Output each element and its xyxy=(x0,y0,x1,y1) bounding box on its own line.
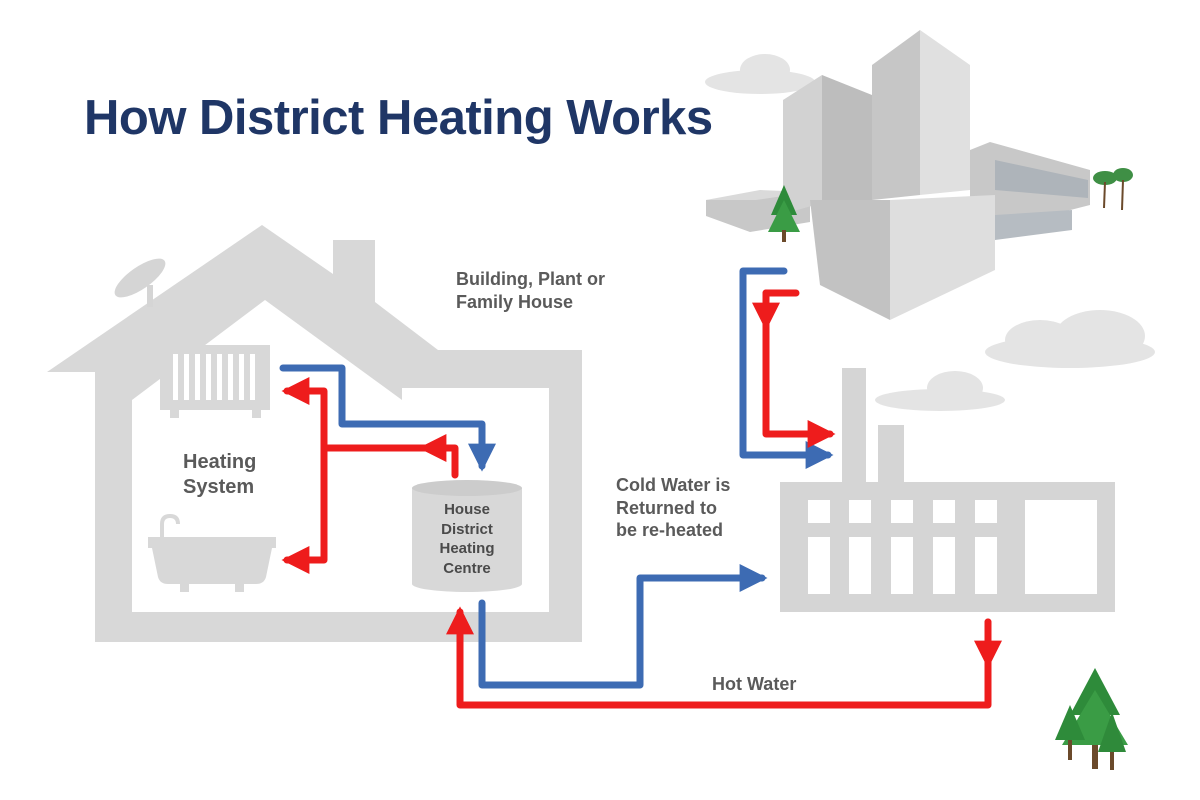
power-plant xyxy=(780,368,1115,612)
hot-water-pipes xyxy=(281,289,1002,709)
satellite-dish-icon xyxy=(114,258,166,307)
page-title: How District Heating Works xyxy=(84,91,713,145)
building-label: Building, Plant or Family House xyxy=(456,269,605,312)
heating-system-label: Heating System xyxy=(183,451,257,498)
hot-water-label: Hot Water xyxy=(712,674,797,694)
cloud-icon xyxy=(705,54,1155,411)
tree-icon xyxy=(768,168,1133,770)
radiator-icon xyxy=(160,345,270,418)
cold-water-label: Cold Water is Returned to be re-heated xyxy=(616,475,731,540)
heating-centre-label: House District Heating Centre xyxy=(439,501,495,577)
heating-centre-tank xyxy=(412,480,522,592)
house-outline xyxy=(47,225,582,642)
cold-water-pipes xyxy=(279,267,834,689)
bathtub-icon xyxy=(148,513,276,592)
